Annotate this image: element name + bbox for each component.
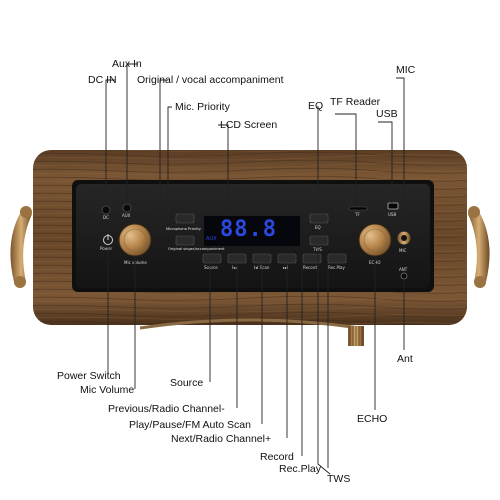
callout-lcd-screen: LCD Screen bbox=[220, 119, 278, 131]
eq-button[interactable] bbox=[309, 213, 329, 224]
callout-ant: Ant bbox=[397, 353, 413, 365]
aux-in-jack[interactable] bbox=[122, 203, 132, 213]
callout-original-vocal: Original / vocal accompaniment bbox=[137, 74, 284, 86]
panel-label-original: Original singer/accompaniment bbox=[168, 247, 225, 251]
callout-source: Source bbox=[170, 377, 204, 389]
source-button[interactable] bbox=[202, 253, 222, 264]
mic-volume-knob[interactable] bbox=[118, 223, 152, 257]
echo-knob[interactable] bbox=[358, 223, 392, 257]
left-handle bbox=[10, 206, 32, 288]
play-pause-button[interactable] bbox=[252, 253, 272, 264]
next-button[interactable] bbox=[277, 253, 297, 264]
callout-tf-reader: TF Reader bbox=[330, 96, 381, 108]
panel-label-power: Power bbox=[100, 246, 113, 251]
callout-dc-in: DC IN bbox=[88, 74, 117, 86]
panel-label-play: I◂I Scan bbox=[254, 265, 270, 270]
panel-label-rec-play: Rec.Play bbox=[328, 265, 345, 270]
callout-rec-play: Rec.Play bbox=[279, 463, 322, 475]
callout-mic-volume: Mic Volume bbox=[80, 384, 135, 396]
callout-usb: USB bbox=[376, 108, 398, 120]
panel-label-ant: ANT bbox=[399, 267, 408, 272]
panel-label-tws: TWS bbox=[313, 247, 322, 252]
panel-label-next: ▸▸I bbox=[283, 265, 289, 270]
callout-tws: TWS bbox=[327, 473, 351, 485]
callout-mic-priority: Mic. Priority bbox=[175, 101, 230, 113]
tf-slot[interactable] bbox=[348, 206, 368, 211]
record-button[interactable] bbox=[302, 253, 322, 264]
panel-label-eq: EQ bbox=[315, 225, 321, 230]
lcd-screen bbox=[204, 216, 300, 246]
speaker-arc bbox=[139, 318, 361, 330]
mic-jack[interactable] bbox=[397, 231, 411, 245]
original-vocal-button[interactable] bbox=[175, 235, 195, 246]
callout-power-switch: Power Switch bbox=[57, 370, 121, 382]
callout-previous: Previous/Radio Channel- bbox=[108, 403, 225, 415]
mic-priority-button[interactable] bbox=[175, 213, 195, 224]
panel-label-usb: USB bbox=[388, 212, 397, 217]
panel-label-microphone-priority: Microphone Priority bbox=[166, 227, 201, 231]
panel-label-prev: I◂◂ bbox=[232, 265, 238, 270]
panel-label-record: Record bbox=[303, 265, 317, 270]
panel-label-aux: AUX bbox=[122, 213, 131, 218]
panel-label-mic-volume: Mic volume bbox=[124, 260, 147, 265]
antenna-knob[interactable] bbox=[348, 326, 364, 346]
power-switch[interactable] bbox=[103, 234, 113, 245]
callout-echo: ECHO bbox=[357, 413, 388, 425]
prev-button[interactable] bbox=[227, 253, 247, 264]
usb-port[interactable] bbox=[387, 202, 399, 210]
panel-label-source: Source bbox=[204, 265, 218, 270]
tws-button[interactable] bbox=[309, 235, 329, 246]
callout-record: Record bbox=[260, 451, 294, 463]
callout-play-pause: Play/Pause/FM Auto Scan bbox=[129, 419, 251, 431]
dc-in-jack[interactable] bbox=[101, 205, 111, 215]
panel-label-echo: ECHO bbox=[369, 260, 381, 265]
callout-aux-in: Aux In bbox=[112, 58, 142, 70]
rec-play-button[interactable] bbox=[327, 253, 347, 264]
panel-label-mic: MIC bbox=[399, 248, 407, 253]
ant-jack[interactable] bbox=[400, 272, 408, 280]
right-handle bbox=[468, 206, 490, 288]
callout-mic: MIC bbox=[396, 64, 416, 76]
lcd-digits: 88.8 bbox=[220, 217, 277, 242]
lcd-source-indicator: AUX bbox=[206, 236, 217, 242]
callout-eq: EQ bbox=[308, 100, 324, 112]
panel-label-tf: TF bbox=[355, 212, 360, 217]
callout-next: Next/Radio Channel+ bbox=[171, 433, 272, 445]
panel-label-dc: DC bbox=[103, 215, 109, 220]
